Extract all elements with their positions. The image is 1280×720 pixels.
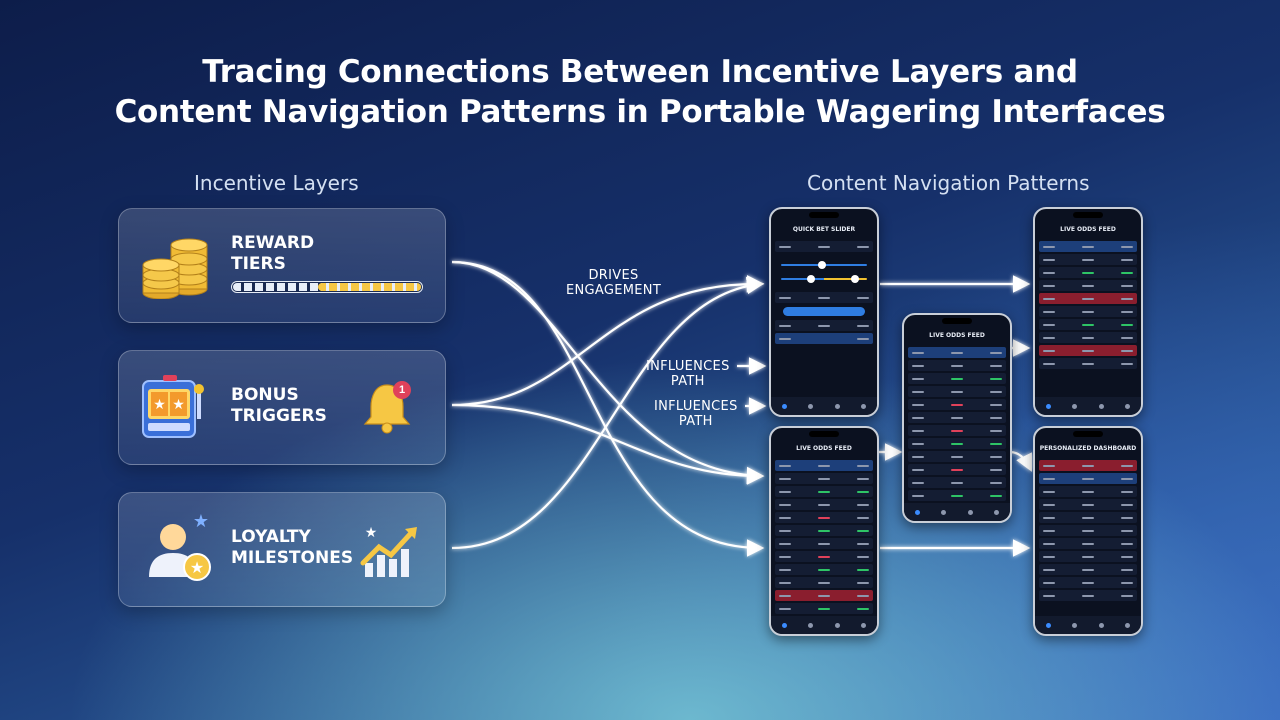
odds-row[interactable]	[1039, 358, 1137, 369]
odds-row[interactable]	[908, 490, 1006, 501]
phone-header: LIVE ODDS FEED	[929, 332, 985, 339]
phone-personalized-dashboard[interactable]: PERSONALIZED DASHBOARD	[1033, 426, 1143, 636]
stake-slider[interactable]	[781, 261, 867, 269]
svg-text:★: ★	[172, 396, 185, 412]
odds-row[interactable]	[775, 499, 873, 510]
odds-row[interactable]	[1039, 525, 1137, 536]
odds-row[interactable]	[1039, 486, 1137, 497]
bonus-triggers-label: BONUS TRIGGERS	[231, 385, 327, 426]
bottom-nav[interactable]	[771, 616, 877, 634]
odds-row[interactable]	[908, 451, 1006, 462]
bottom-nav[interactable]	[771, 397, 877, 415]
phone-header: LIVE ODDS FEED	[796, 445, 852, 452]
odds-row[interactable]	[908, 399, 1006, 410]
odds-row[interactable]	[775, 590, 873, 601]
odds-row[interactable]	[1039, 306, 1137, 317]
odds-row[interactable]	[1039, 293, 1137, 304]
odds-row[interactable]	[1039, 512, 1137, 523]
place-bet-button[interactable]	[783, 307, 865, 316]
page-title: Tracing Connections Between Incentive La…	[0, 52, 1280, 132]
odds-row[interactable]	[908, 360, 1006, 371]
odds-row[interactable]	[908, 412, 1006, 423]
phone-live-feed-right[interactable]: LIVE ODDS FEED	[1033, 207, 1143, 417]
reward-tiers-label: REWARD TIERS	[231, 233, 315, 274]
odds-row[interactable]	[908, 373, 1006, 384]
notification-badge: 1	[393, 381, 411, 399]
odds-row[interactable]	[1039, 564, 1137, 575]
odds-row[interactable]	[908, 438, 1006, 449]
card-loyalty-milestones[interactable]: ★ ★ LOYALTY MILESTONES ★	[118, 492, 446, 607]
growth-chart-icon: ★	[360, 524, 417, 577]
odds-row[interactable]	[1039, 345, 1137, 356]
bottom-nav[interactable]	[904, 503, 1010, 521]
phone-live-feed-lower[interactable]: LIVE ODDS FEED	[769, 426, 879, 636]
odds-row[interactable]	[775, 538, 873, 549]
odds-row[interactable]	[1039, 577, 1137, 588]
flow-reward-to-feed	[451, 260, 765, 485]
coin-stack-icon	[142, 238, 208, 299]
odds-row[interactable]	[908, 425, 1006, 436]
title-line-1: Tracing Connections Between Incentive La…	[202, 54, 1078, 90]
loyalty-milestones-label: LOYALTY MILESTONES	[231, 527, 354, 568]
odds-row[interactable]	[1039, 499, 1137, 510]
odds-row[interactable]	[1039, 267, 1137, 278]
title-line-2: Content Navigation Patterns in Portable …	[114, 94, 1166, 130]
flow-feed2-to-dashboard	[1009, 450, 1032, 472]
odds-row[interactable]	[1039, 241, 1137, 252]
flow-loyalty-to-slider	[451, 276, 765, 550]
odds-row[interactable]	[908, 386, 1006, 397]
svg-text:★: ★	[193, 513, 209, 531]
bottom-nav[interactable]	[1035, 397, 1141, 415]
odds-row[interactable]	[775, 564, 873, 575]
flow-bonus-to-feed	[451, 403, 765, 485]
card-bonus-triggers[interactable]: ★ ★ BONUS TRIGGERS 1	[118, 350, 446, 465]
incentive-layers-heading: Incentive Layers	[194, 171, 359, 195]
odds-row[interactable]	[775, 525, 873, 536]
odds-slider[interactable]	[781, 275, 867, 283]
odds-row[interactable]	[1039, 254, 1137, 265]
reward-progress-fill	[233, 283, 421, 291]
odds-row[interactable]	[775, 603, 873, 614]
reward-progress-bar	[231, 281, 423, 293]
odds-row[interactable]	[775, 460, 873, 471]
odds-row[interactable]	[1039, 551, 1137, 562]
slot-machine-icon: ★ ★	[142, 375, 204, 438]
odds-row[interactable]	[908, 347, 1006, 358]
phone-header: QUICK BET SLIDER	[792, 226, 856, 233]
odds-row[interactable]	[1039, 280, 1137, 291]
odds-row[interactable]	[775, 577, 873, 588]
odds-row[interactable]	[775, 551, 873, 562]
odds-row[interactable]	[908, 464, 1006, 475]
odds-row[interactable]	[775, 486, 873, 497]
phone-header: LIVE ODDS FEED	[1060, 226, 1116, 233]
svg-text:★: ★	[190, 560, 204, 577]
odds-row[interactable]	[1039, 538, 1137, 549]
odds-row[interactable]	[1039, 473, 1137, 484]
odds-row[interactable]	[775, 473, 873, 484]
odds-row[interactable]	[1039, 460, 1137, 471]
odds-row[interactable]	[1039, 332, 1137, 343]
user-star-icon: ★ ★	[149, 513, 211, 581]
navigation-patterns-heading: Content Navigation Patterns	[807, 171, 1090, 195]
odds-row[interactable]	[908, 477, 1006, 488]
card-reward-tiers[interactable]: REWARD TIERS	[118, 208, 446, 323]
svg-text:★: ★	[365, 524, 378, 540]
flow-bonus-to-slider	[451, 275, 765, 407]
odds-row[interactable]	[775, 512, 873, 523]
phone-header: PERSONALIZED DASHBOARD	[1039, 445, 1137, 452]
svg-text:★: ★	[153, 396, 166, 412]
bottom-nav[interactable]	[1035, 616, 1141, 634]
phone-quick-bet-slider[interactable]: QUICK BET SLIDER	[769, 207, 879, 417]
phone-live-feed-middle[interactable]: LIVE ODDS FEED	[902, 313, 1012, 523]
odds-row[interactable]	[1039, 590, 1137, 601]
flow-reward-to-dashboard	[451, 260, 765, 557]
odds-row[interactable]	[1039, 319, 1137, 330]
